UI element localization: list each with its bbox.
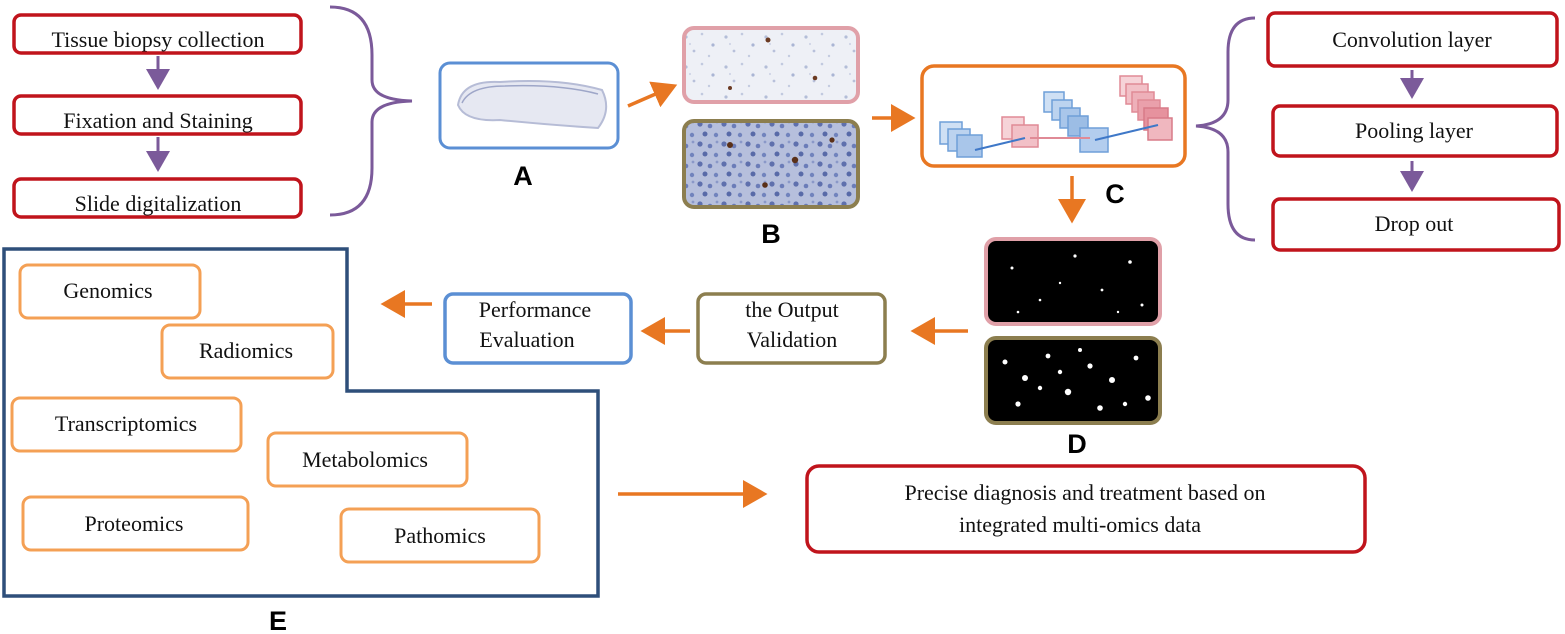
outcome-line2: integrated multi-omics data [959,512,1201,537]
performance-evaluation-line1: Performance [479,297,591,322]
performance-evaluation-box: Performance Evaluation [443,292,633,365]
performance-evaluation-line2: Evaluation [479,327,574,352]
omics-genomics: Genomics [18,263,202,320]
layer-dropout: Drop out [1271,197,1561,252]
omics-label: Metabolomics [302,447,428,472]
panel-label-c: C [1105,179,1125,209]
output-validation-line1: the Output [745,297,839,322]
output-validation-box: the Output Validation [696,292,887,365]
step-label: Slide digitalization [75,191,242,216]
step-tissue-biopsy: Tissue biopsy collection [12,13,303,55]
panel-label-a: A [513,161,533,191]
panel-a: A [438,61,620,191]
step-label: Tissue biopsy collection [51,27,264,52]
omics-radiomics: Radiomics [160,323,335,380]
omics-metabolomics: Metabolomics [266,431,469,488]
curly-brace-icon [1195,16,1256,242]
mask-image-dense [984,336,1162,425]
step-label: Fixation and Staining [63,108,252,133]
outcome-box: Precise diagnosis and treatment based on… [805,464,1367,554]
omics-label: Pathomics [394,523,486,548]
omics-label: Transcriptomics [55,411,197,436]
layer-convolution: Convolution layer [1266,11,1559,68]
panel-d: D [984,237,1162,459]
layer-label: Convolution layer [1332,27,1492,52]
omics-pathomics: Pathomics [339,507,541,564]
output-validation-line2: Validation [747,327,837,352]
outcome-line1: Precise diagnosis and treatment based on [904,480,1265,505]
cnn-layers-group: Convolution layer Pooling layer Drop out [1195,11,1561,252]
preprocessing-group: Tissue biopsy collection Fixation and St… [12,5,413,219]
omics-label: Radiomics [199,338,293,363]
omics-label: Proteomics [85,511,184,536]
omics-proteomics: Proteomics [21,495,250,552]
panel-label-b: B [761,219,781,249]
layer-pooling: Pooling layer [1271,104,1559,158]
omics-transcriptomics: Transcriptomics [10,396,243,453]
panel-c: C [920,64,1187,209]
omics-label: Genomics [63,278,152,303]
step-fixation-staining: Fixation and Staining [12,94,303,136]
arrow-icon [627,81,678,108]
panel-label-e: E [269,606,287,634]
mask-image-sparse [984,237,1162,326]
curly-brace-icon [329,5,413,217]
panel-label-d: D [1067,429,1087,459]
step-slide-digitalization: Slide digitalization [12,177,303,219]
cnn-network-icon [939,75,1173,158]
patch-image-light [682,26,860,104]
layer-label: Pooling layer [1355,118,1474,143]
tissue-section [456,80,608,130]
layer-label: Drop out [1375,211,1454,236]
patch-image-dense [682,119,860,209]
panel-b: B [682,26,860,249]
panel-e: Genomics Radiomics Transcriptomics Metab… [2,247,600,634]
